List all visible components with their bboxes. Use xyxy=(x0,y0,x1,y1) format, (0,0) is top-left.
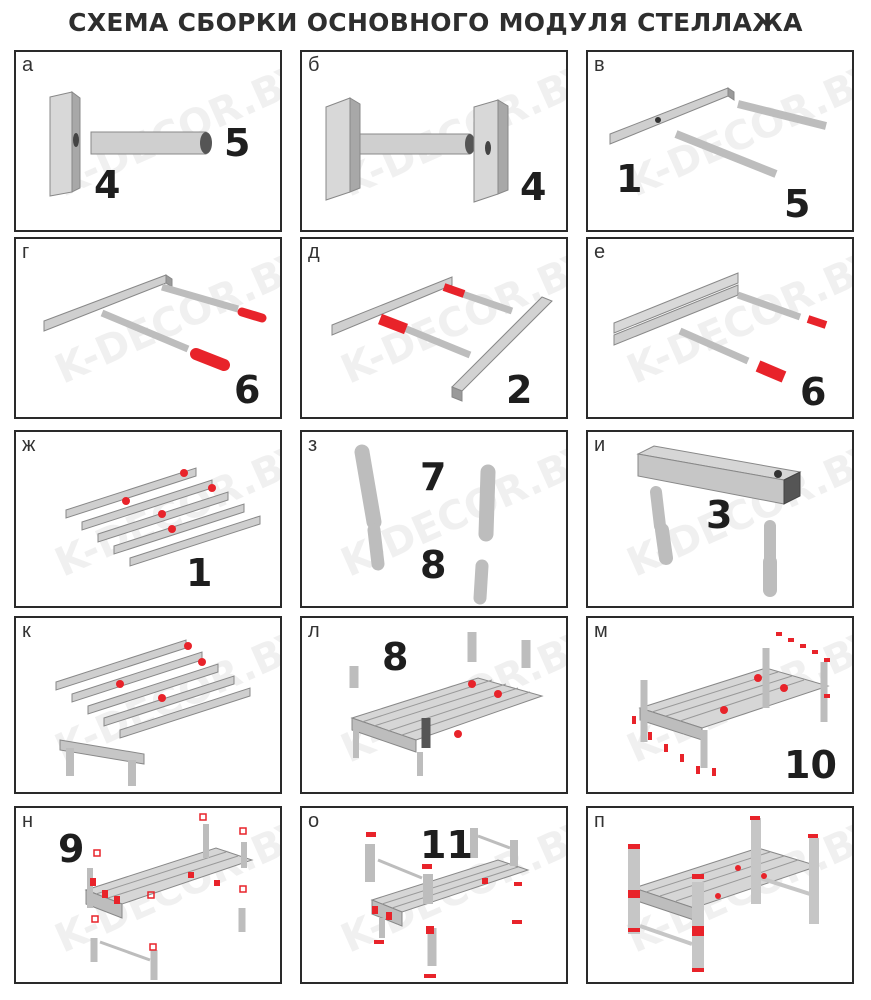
panel-letter: ж xyxy=(22,434,36,456)
panel-letter: и xyxy=(594,434,606,456)
diagram-zh: 1 xyxy=(65,467,261,595)
panel-letter: г xyxy=(22,241,30,263)
part-number: 7 xyxy=(420,455,446,499)
diagram-z: 7 8 xyxy=(354,444,496,605)
panel-letter: к xyxy=(22,620,31,642)
panel-letter: д xyxy=(308,241,320,263)
diagram-o: 11 xyxy=(365,823,530,978)
diagram-a: 5 4 xyxy=(49,91,250,207)
diagram-g: 6 xyxy=(43,274,267,412)
diagram-d: 2 xyxy=(331,276,553,412)
part-number: 1 xyxy=(616,157,642,201)
panel-l: K-DECOR.BY л 8 xyxy=(300,616,568,794)
panel-v: K-DECOR.BY в 1 5 xyxy=(586,50,854,232)
diagram-l: 8 xyxy=(349,632,544,776)
panel-d: K-DECOR.BY д 2 xyxy=(300,237,568,419)
panel-letter: м xyxy=(594,620,608,642)
diagram-n: 9 xyxy=(58,813,254,980)
diagram-e: 6 xyxy=(613,272,828,414)
panel-p: K-DECOR.BY п xyxy=(586,806,854,984)
part-number: 1 xyxy=(186,551,212,595)
part-number: 6 xyxy=(234,368,260,412)
page-title: СХЕМА СБОРКИ ОСНОВНОГО МОДУЛЯ СТЕЛЛАЖА xyxy=(68,8,803,37)
part-number: 4 xyxy=(520,165,546,209)
part-number: 4 xyxy=(94,163,120,207)
panel-letter: о xyxy=(308,810,320,832)
part-number: 5 xyxy=(784,182,810,226)
panel-o: K-DECOR.BY о 11 xyxy=(300,806,568,984)
panel-zh: K-DECOR.BY ж 1 xyxy=(14,430,282,608)
diagram-b: 4 xyxy=(325,97,546,209)
part-number: 6 xyxy=(800,370,826,414)
part-number: 2 xyxy=(506,368,532,412)
panel-m: K-DECOR.BY м 10 xyxy=(586,616,854,794)
panel-g: K-DECOR.BY г 6 xyxy=(14,237,282,419)
part-number: 8 xyxy=(382,635,408,679)
diagram-i: 3 xyxy=(636,445,802,597)
diagram-v: 1 5 xyxy=(609,87,827,226)
panel-letter: н xyxy=(22,810,34,832)
part-number: 9 xyxy=(58,827,84,871)
panel-a: K-DECOR.BY а 5 4 xyxy=(14,50,282,232)
part-number: 5 xyxy=(224,121,250,165)
panel-letter: б xyxy=(308,54,320,76)
diagram-m: 10 xyxy=(632,632,837,787)
panel-letter: п xyxy=(594,810,605,832)
panel-b: K-DECOR.BY б 4 xyxy=(300,50,568,232)
panel-i: K-DECOR.BY и 3 xyxy=(586,430,854,608)
part-number: 3 xyxy=(706,493,732,537)
panel-k: K-DECOR.BY к xyxy=(14,616,282,794)
panel-letter: а xyxy=(22,54,34,76)
part-number: 11 xyxy=(420,823,473,867)
panel-z: K-DECOR.BY з 7 8 xyxy=(300,430,568,608)
panel-e: K-DECOR.BY е 6 xyxy=(586,237,854,419)
panel-letter: в xyxy=(594,54,605,76)
part-number: 8 xyxy=(420,543,446,587)
panel-n: K-DECOR.BY н 9 xyxy=(14,806,282,984)
panel-letter: л xyxy=(308,620,320,642)
diagram-p xyxy=(628,816,820,972)
part-number: 10 xyxy=(784,743,837,787)
panel-letter: з xyxy=(308,434,318,456)
panel-letter: е xyxy=(594,241,606,263)
diagram-k xyxy=(55,639,251,786)
